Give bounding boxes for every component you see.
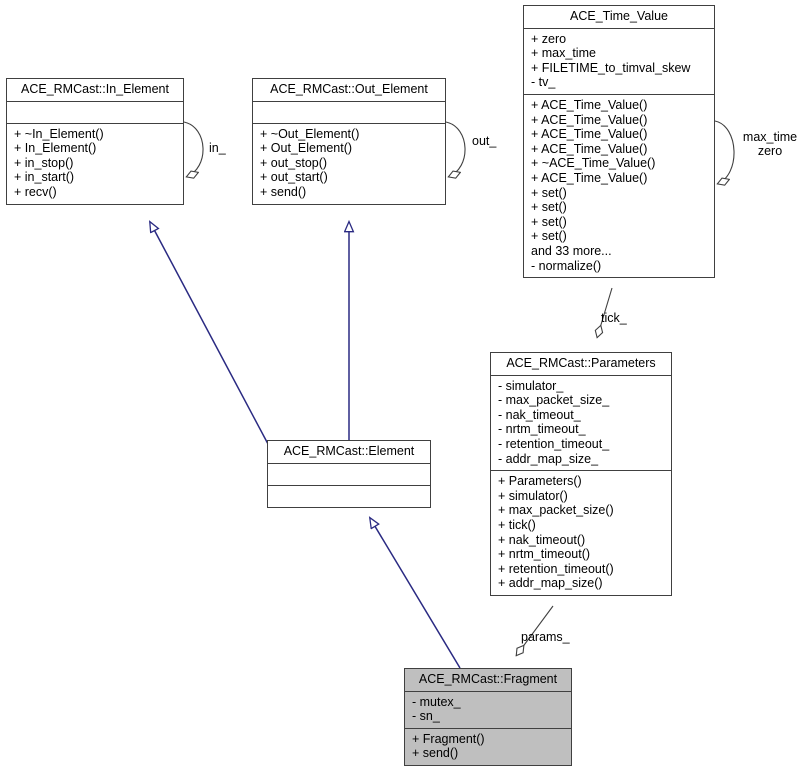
class-title-fragment: ACE_RMCast::Fragment bbox=[405, 669, 571, 692]
member-row: and 33 more... bbox=[531, 243, 612, 258]
member-row: + max_time bbox=[531, 46, 596, 61]
class-box-out-element[interactable]: ACE_RMCast::Out_Element + ~Out_Element()… bbox=[252, 78, 446, 205]
member-row: + In_Element() bbox=[14, 141, 97, 156]
inheritance-fragment-to-element bbox=[370, 518, 461, 669]
member-row: - max_packet_size_ bbox=[498, 393, 610, 408]
class-operations-parameters: + Parameters() + simulator() + max_packe… bbox=[491, 471, 671, 595]
member-row: + in_start() bbox=[14, 170, 75, 185]
member-row: - nak_timeout_ bbox=[498, 407, 581, 422]
class-box-fragment[interactable]: ACE_RMCast::Fragment - mutex_ - sn_ + Fr… bbox=[404, 668, 572, 766]
aggregation-out-element-self bbox=[445, 121, 466, 177]
member-row: + ~Out_Element() bbox=[260, 126, 360, 141]
member-row: + tick() bbox=[498, 517, 536, 532]
member-row: + Parameters() bbox=[498, 474, 582, 489]
member-row: + out_start() bbox=[260, 170, 328, 185]
member-row: - addr_map_size_ bbox=[498, 451, 599, 466]
member-row: + Out_Element() bbox=[260, 141, 353, 156]
class-attributes-ace-time-value: + zero + max_time + FILETIME_to_timval_s… bbox=[524, 29, 714, 95]
edge-label-zero: zero bbox=[757, 144, 783, 158]
member-row: - normalize() bbox=[531, 258, 602, 273]
class-operations-element bbox=[268, 486, 430, 507]
inheritance-element-to-in-element bbox=[150, 222, 269, 445]
class-box-element[interactable]: ACE_RMCast::Element bbox=[267, 440, 431, 508]
member-row: + simulator() bbox=[498, 488, 568, 503]
member-row: + recv() bbox=[14, 184, 57, 199]
class-operations-fragment: + Fragment() + send() bbox=[405, 729, 571, 765]
aggregation-time-value-self bbox=[714, 120, 735, 184]
member-row: - mutex_ bbox=[412, 694, 461, 709]
member-row: + set() bbox=[531, 185, 567, 200]
member-row: - retention_timeout_ bbox=[498, 436, 610, 451]
member-row: + nrtm_timeout() bbox=[498, 547, 591, 562]
edge-label-out: out_ bbox=[472, 134, 497, 148]
member-row: - tv_ bbox=[531, 75, 556, 90]
member-row: + ACE_Time_Value() bbox=[531, 97, 648, 112]
edge-label-max-time: max_time bbox=[742, 130, 798, 144]
class-attributes-out-element bbox=[253, 102, 445, 124]
member-row: + Fragment() bbox=[412, 731, 485, 746]
member-row: + nak_timeout() bbox=[498, 532, 586, 547]
class-title-ace-time-value: ACE_Time_Value bbox=[524, 6, 714, 29]
member-row: + ACE_Time_Value() bbox=[531, 141, 648, 156]
class-title-parameters: ACE_RMCast::Parameters bbox=[491, 353, 671, 376]
member-row: + ~ACE_Time_Value() bbox=[531, 156, 656, 171]
member-row: + ACE_Time_Value() bbox=[531, 112, 648, 127]
class-title-in-element: ACE_RMCast::In_Element bbox=[7, 79, 183, 102]
member-row: - simulator_ bbox=[498, 378, 564, 393]
class-operations-in-element: + ~In_Element() + In_Element() + in_stop… bbox=[7, 124, 183, 204]
member-row: + out_stop() bbox=[260, 155, 328, 170]
member-row: - sn_ bbox=[412, 709, 440, 724]
member-row: + ACE_Time_Value() bbox=[531, 170, 648, 185]
member-row: + set() bbox=[531, 214, 567, 229]
member-row: + send() bbox=[412, 746, 459, 761]
member-row: + max_packet_size() bbox=[498, 503, 614, 518]
member-row: + set() bbox=[531, 229, 567, 244]
member-row: + FILETIME_to_timval_skew bbox=[531, 60, 691, 75]
class-title-element: ACE_RMCast::Element bbox=[268, 441, 430, 464]
class-box-in-element[interactable]: ACE_RMCast::In_Element + ~In_Element() +… bbox=[6, 78, 184, 205]
class-box-ace-time-value[interactable]: ACE_Time_Value + zero + max_time + FILET… bbox=[523, 5, 715, 279]
member-row: - nrtm_timeout_ bbox=[498, 422, 586, 437]
member-row: + zero bbox=[531, 31, 567, 46]
class-attributes-parameters: - simulator_ - max_packet_size_ - nak_ti… bbox=[491, 376, 671, 472]
edge-label-in: in_ bbox=[209, 141, 226, 155]
edge-label-params: params_ bbox=[521, 630, 570, 644]
class-title-out-element: ACE_RMCast::Out_Element bbox=[253, 79, 445, 102]
class-operations-out-element: + ~Out_Element() + Out_Element() + out_s… bbox=[253, 124, 445, 204]
member-row: + send() bbox=[260, 184, 307, 199]
member-row: + in_stop() bbox=[14, 155, 74, 170]
edge-label-tick: tick_ bbox=[601, 311, 627, 325]
member-row: + set() bbox=[531, 200, 567, 215]
class-attributes-element bbox=[268, 464, 430, 486]
aggregation-in-element-self bbox=[183, 121, 204, 177]
class-operations-ace-time-value: + ACE_Time_Value() + ACE_Time_Value() + … bbox=[524, 95, 714, 277]
member-row: + retention_timeout() bbox=[498, 561, 614, 576]
class-attributes-in-element bbox=[7, 102, 183, 124]
class-attributes-fragment: - mutex_ - sn_ bbox=[405, 692, 571, 729]
member-row: + addr_map_size() bbox=[498, 576, 603, 591]
member-row: + ~In_Element() bbox=[14, 126, 104, 141]
class-box-parameters[interactable]: ACE_RMCast::Parameters - simulator_ - ma… bbox=[490, 352, 672, 596]
member-row: + ACE_Time_Value() bbox=[531, 127, 648, 142]
